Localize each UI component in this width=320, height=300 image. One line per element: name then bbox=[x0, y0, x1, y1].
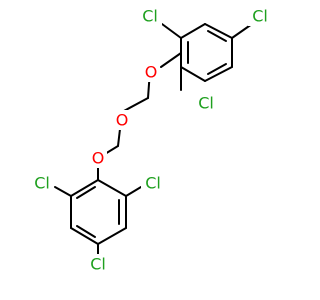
oxygen-label: O bbox=[145, 63, 158, 82]
bond-cl-left bbox=[54, 186, 72, 197]
bond bbox=[204, 23, 233, 39]
double-bond-inner bbox=[76, 186, 96, 199]
bond bbox=[70, 227, 99, 245]
structure-drawing: Cl Cl Cl O O O Cl Cl Cl bbox=[30, 6, 272, 274]
chlorine-label: Cl bbox=[252, 7, 268, 26]
bond-cl-top-left bbox=[161, 23, 182, 39]
bond bbox=[70, 179, 99, 197]
chlorine-label: Cl bbox=[34, 174, 50, 193]
bond-ch2-o bbox=[121, 97, 149, 113]
double-bond-inner bbox=[207, 30, 227, 42]
upper-benzene-ring bbox=[180, 23, 233, 82]
bond bbox=[97, 179, 127, 197]
chlorine-label: Cl bbox=[145, 174, 161, 193]
bond-cl-right bbox=[125, 186, 142, 197]
oxygen-label: O bbox=[116, 111, 129, 130]
bond bbox=[97, 227, 127, 245]
bond bbox=[204, 66, 233, 82]
bond bbox=[180, 23, 206, 39]
molecule-diagram: Cl Cl Cl O O O Cl Cl Cl bbox=[30, 6, 272, 274]
bond-o-upper bbox=[160, 52, 182, 68]
bond-cl-top-right bbox=[231, 23, 253, 39]
chlorine-label: Cl bbox=[198, 94, 214, 113]
chlorine-label: Cl bbox=[90, 255, 106, 274]
double-bond-inner bbox=[76, 225, 96, 238]
lower-benzene-ring bbox=[70, 179, 127, 245]
atom-labels: Cl Cl Cl O O O Cl Cl Cl bbox=[30, 6, 272, 274]
oxygen-label: O bbox=[92, 149, 105, 168]
double-bond-inner bbox=[207, 63, 227, 75]
chlorine-label: Cl bbox=[142, 7, 158, 26]
bond bbox=[180, 66, 206, 82]
